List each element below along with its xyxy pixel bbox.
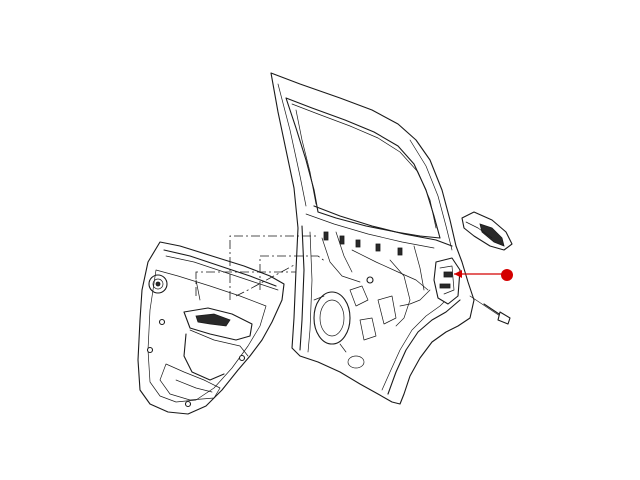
door-trim-panel: [137, 241, 285, 415]
door-shell: [270, 72, 475, 405]
alignment-lines: [195, 235, 327, 300]
callout-dot[interactable]: [501, 269, 513, 281]
callout-arrowhead: [454, 270, 462, 278]
outside-door-handle: [461, 211, 513, 251]
screw-fastener: [469, 295, 511, 325]
part-callout: [454, 269, 513, 281]
